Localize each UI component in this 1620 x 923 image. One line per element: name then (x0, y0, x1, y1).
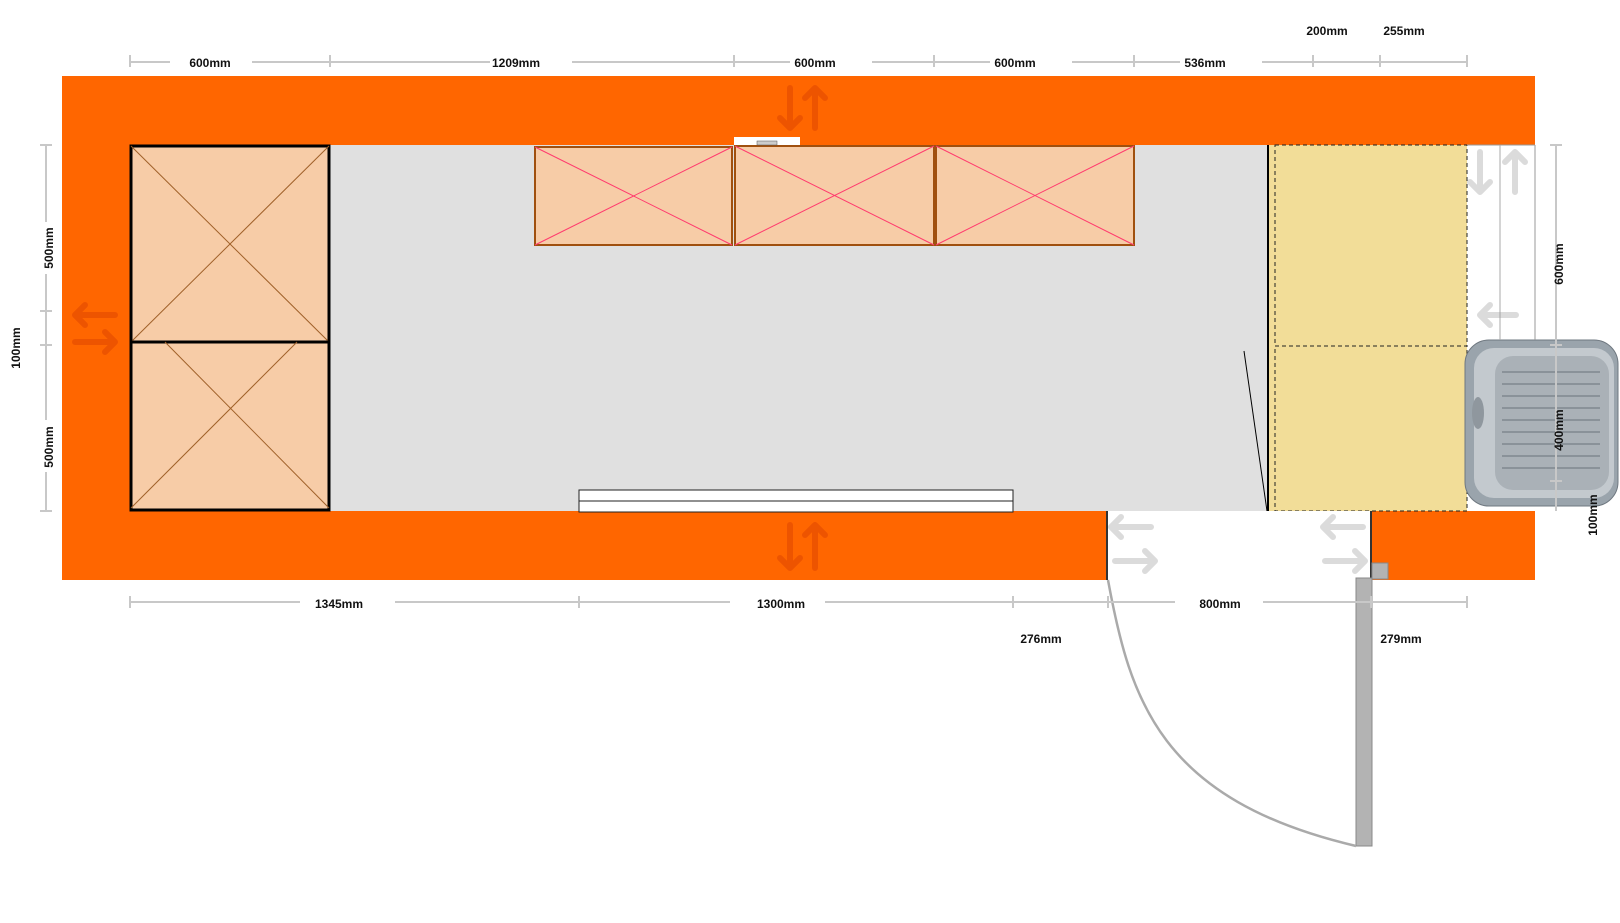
dim-right-3: 100mm (1586, 494, 1600, 535)
dim-top-5: 536mm (1184, 56, 1225, 70)
dim-top-1: 600mm (189, 56, 230, 70)
dim-left-3: 500mm (42, 426, 56, 467)
appliance-door-line (1243, 350, 1268, 512)
dim-top-2: 1209mm (492, 56, 540, 70)
radiator[interactable] (578, 489, 1014, 513)
bottom-dimension-line: 1345mm 1300mm 800mm (129, 594, 1468, 611)
wall-cabinet-1[interactable] (534, 146, 733, 246)
dim-bottom-2: 1300mm (757, 597, 805, 611)
right-wall-upper[interactable] (1467, 76, 1535, 145)
tall-cabinet-upper[interactable] (129, 144, 331, 344)
window (734, 137, 800, 146)
dim-right-2: 400mm (1552, 409, 1566, 450)
sink-icon[interactable] (1464, 339, 1619, 507)
tall-cabinet-lower[interactable] (129, 340, 331, 512)
left-dimension-line: 100mm 500mm 500mm (9, 144, 56, 512)
dim-right-1: 600mm (1552, 243, 1566, 284)
door[interactable] (1106, 511, 1389, 848)
wall-cabinet-3[interactable] (935, 145, 1135, 246)
dim-left-1: 100mm (9, 327, 23, 368)
wall-cabinet-2[interactable] (734, 145, 935, 246)
door-leaf[interactable] (1355, 577, 1373, 847)
right-dimension-line: 600mm 400mm 100mm (1550, 144, 1600, 536)
dim-bottom-3: 800mm (1199, 597, 1240, 611)
walls (62, 76, 1535, 580)
dim-door-right: 279mm (1380, 632, 1421, 646)
move-arrows-icon[interactable] (72, 85, 1528, 574)
top-wall[interactable] (62, 76, 1535, 145)
left-wall[interactable] (62, 76, 130, 580)
bottom-wall-left[interactable] (62, 511, 1108, 580)
worktop[interactable] (1267, 144, 1468, 512)
dim-top-right-1: 200mm (1306, 24, 1347, 38)
dim-bottom-1: 1345mm (315, 597, 363, 611)
dim-top-4: 600mm (994, 56, 1035, 70)
right-wall-opening (1467, 144, 1536, 340)
dim-left-2: 500mm (42, 227, 56, 268)
dim-door-left: 276mm (1020, 632, 1061, 646)
dim-top-3: 600mm (794, 56, 835, 70)
right-wall-lower[interactable] (1467, 511, 1535, 580)
door-swing-icon (1106, 579, 1357, 848)
dim-top-right-2: 255mm (1383, 24, 1424, 38)
top-dimension-line: 600mm 1209mm 600mm 600mm 536mm 200mm 255… (129, 24, 1468, 70)
